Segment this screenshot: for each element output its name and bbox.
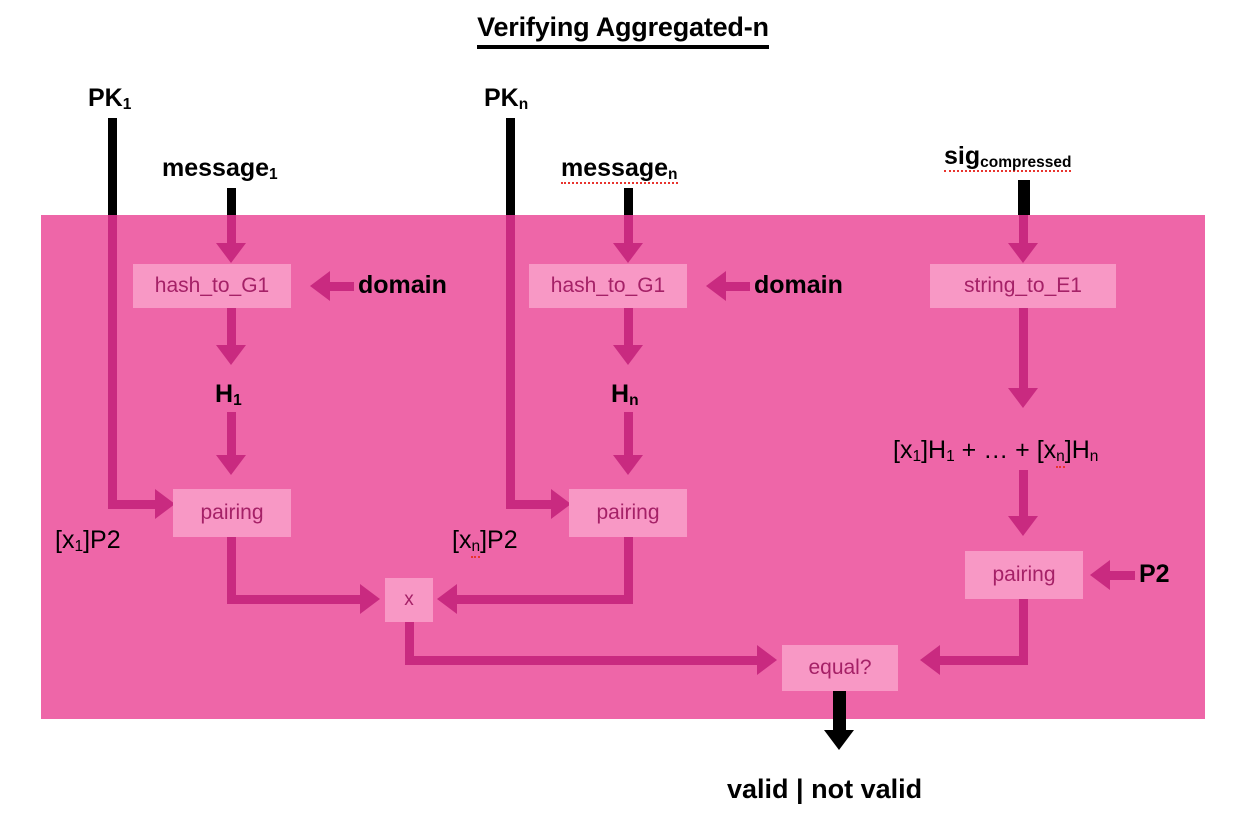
diagram-title-text: Verifying Aggregated-n <box>477 12 769 49</box>
connector-sig-vertical <box>1019 215 1028 243</box>
connector-messagen-vertical <box>624 215 633 243</box>
connector-pairing1-down <box>227 537 236 595</box>
output-stem <box>833 691 846 734</box>
input-label-sig-compressed: sigcompressed <box>944 142 1072 172</box>
connector-sum-to-pairing-agg <box>1019 470 1028 516</box>
connector-pairing-agg-down <box>1019 599 1028 665</box>
connector-pkn-vertical <box>506 215 515 505</box>
arrowhead-sig-into-string-to-e1 <box>1008 243 1038 263</box>
connector-string-to-e1-down <box>1019 308 1028 388</box>
box-equal[interactable]: equal? <box>782 645 898 691</box>
side-input-label-p2: P2 <box>1139 560 1170 588</box>
box-hash-to-g1-1[interactable]: hash_to_G1 <box>133 264 291 308</box>
arrowhead-p2-into-pairing-agg <box>1090 560 1110 590</box>
connector-pk1-horizontal <box>108 500 158 509</box>
intermediate-label-x1p2: [x1]P2 <box>55 526 121 556</box>
connector-pkn-horizontal <box>506 500 555 509</box>
aggregate-sum-expression: [x1]H1 + … + [xn]Hn <box>893 438 1098 469</box>
input-stem-messagen <box>624 188 633 215</box>
connector-pairing1-to-multiply <box>227 595 363 604</box>
input-label-pk1: PK1 <box>88 84 132 114</box>
connector-multiply-to-equal <box>405 656 760 665</box>
arrowhead-domainn-into-hashn <box>706 271 726 301</box>
arrowhead-into-hn <box>613 345 643 365</box>
connector-multiply-down <box>405 622 414 660</box>
diagram-title: Verifying Aggregated-n <box>0 12 1246 49</box>
input-label-messagen: messagen <box>561 154 678 184</box>
connector-message1-vertical <box>227 215 236 243</box>
box-pairing-n[interactable]: pairing <box>569 489 687 537</box>
arrowhead-hn-into-pairingn <box>613 455 643 475</box>
connector-pairingn-to-multiply <box>457 595 633 604</box>
connector-pairing-agg-to-equal <box>940 656 1028 665</box>
arrowhead-output <box>824 730 854 750</box>
arrowhead-pairing1-into-multiply <box>360 584 380 614</box>
connector-domainn-horizontal <box>726 282 750 291</box>
box-string-to-e1[interactable]: string_to_E1 <box>930 264 1116 308</box>
arrowhead-into-h1 <box>216 345 246 365</box>
connector-pk1-vertical <box>108 215 117 505</box>
output-label-result: valid | not valid <box>727 774 923 804</box>
intermediate-label-xnp2: [xn]P2 <box>452 528 518 559</box>
connector-hashn-to-hn <box>624 308 633 345</box>
arrowhead-into-aggregate-sum <box>1008 388 1038 408</box>
connector-hn-to-pairingn <box>624 412 633 455</box>
intermediate-label-h1: H1 <box>215 380 242 410</box>
input-stem-pk1 <box>108 118 117 215</box>
input-label-pkn: PKn <box>484 84 529 114</box>
input-stem-sig <box>1018 180 1030 215</box>
box-pairing-aggregate[interactable]: pairing <box>965 551 1083 599</box>
box-multiply[interactable]: x <box>385 578 433 622</box>
intermediate-label-hn: Hn <box>611 380 639 410</box>
box-hash-to-g1-n[interactable]: hash_to_G1 <box>529 264 687 308</box>
arrowhead-h1-into-pairing1 <box>216 455 246 475</box>
connector-h1-to-pairing1 <box>227 412 236 455</box>
side-input-label-domain-n: domain <box>754 271 843 299</box>
arrowhead-pkn-into-pairingn <box>551 489 571 519</box>
arrowhead-pairing-agg-into-equal <box>920 645 940 675</box>
connector-hash1-to-h1 <box>227 308 236 345</box>
connector-p2-horizontal <box>1110 571 1135 580</box>
arrowhead-pk1-into-pairing1 <box>155 489 175 519</box>
side-input-label-domain-1: domain <box>358 271 447 299</box>
input-label-message1: message1 <box>162 154 278 184</box>
arrowhead-pairingn-into-multiply <box>437 584 457 614</box>
arrowhead-messagen-into-hashn <box>613 243 643 263</box>
input-stem-pkn <box>506 118 515 215</box>
arrowhead-sum-into-pairing-agg <box>1008 516 1038 536</box>
arrowhead-domain1-into-hash1 <box>310 271 330 301</box>
box-pairing-1[interactable]: pairing <box>173 489 291 537</box>
connector-domain1-horizontal <box>330 282 354 291</box>
connector-pairingn-down <box>624 537 633 595</box>
arrowhead-multiply-into-equal <box>757 645 777 675</box>
arrowhead-message1-into-hash1 <box>216 243 246 263</box>
input-stem-message1 <box>227 188 236 215</box>
